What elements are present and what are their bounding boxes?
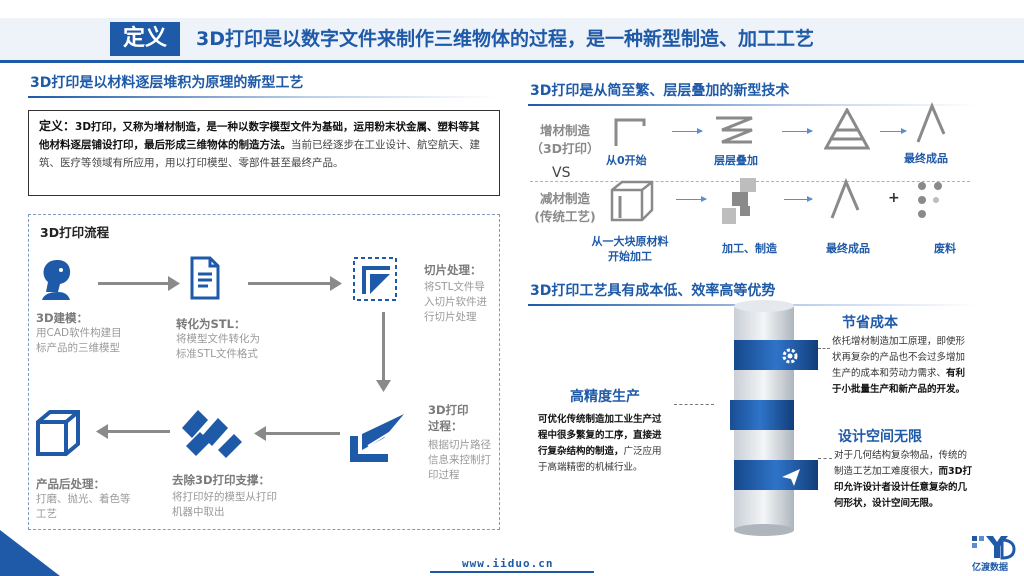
design-title: 设计空间无限 (838, 429, 922, 445)
definition-bold-text: 3D打印，又称为增材制造，是一种以数字模型文件为基础，运用粉末状金属、塑料等其他… (39, 121, 480, 151)
step-modeling-title: 3D建模： (36, 311, 89, 325)
definition-normal-text: 当前已经逐步在工业设计、航空航天、建筑、医疗等领域有所应用，用以打印模型、零部件… (39, 139, 480, 169)
step-slicing-title: 切片处理： (424, 263, 482, 277)
plus-sign: + (888, 190, 900, 206)
flow-arrow-4 (264, 432, 340, 435)
footer-underline (430, 571, 594, 573)
thin-arrow (672, 128, 703, 134)
final-product-icon (830, 178, 860, 219)
person-modeling-icon (42, 260, 71, 300)
paper-plane-icon (782, 469, 800, 486)
arrow-right-icon (168, 276, 180, 291)
remove-support-icon (182, 410, 242, 458)
thin-arrow (784, 196, 813, 202)
precision-desc-normal: 广泛应用于高端精密的机械行业。 (538, 446, 662, 473)
thin-arrow (782, 128, 813, 134)
process-box (28, 214, 500, 530)
step-modeling-desc: 用CAD软件构建目标产品的三维模型 (36, 327, 122, 354)
cube-icon (36, 410, 80, 456)
cost-desc-bold: 有利于小批量生产和新产品的开发。 (832, 368, 966, 395)
cost-desc: 依托增材制造加工原理，即使形状再复杂的产品也不会过多增加生产的成本和劳动力需求、… (832, 334, 972, 398)
layered-zigzag-icon (716, 116, 753, 144)
corner-triangle-decoration (0, 530, 60, 576)
step-support-desc: 将打印好的模型从打印机器中取出 (172, 491, 277, 518)
arrow-right-icon (330, 276, 342, 291)
additive-step-1: 从0开始 (606, 154, 647, 167)
right-top-underline (528, 104, 978, 106)
thin-arrow (880, 128, 907, 134)
header-tag: 定义 (110, 22, 180, 56)
definition-label: 定义： (39, 119, 76, 133)
flow-arrow-5 (106, 430, 170, 433)
cost-desc-normal: 依托增材制造加工原理，即使形状再复杂的产品也不会过多增加生产的成本和劳动力需求、 (832, 336, 966, 379)
step-post-title: 产品后处理： (36, 477, 105, 491)
gear-icon (782, 348, 798, 364)
footer-url-link[interactable]: www.iiduo.cn (462, 557, 554, 570)
header-divider (0, 60, 1024, 63)
design-desc: 对于几何结构复杂物品，传统的制造工艺加工难度很大，而3D打印允许设计者设计任意复… (834, 448, 974, 512)
vs-label: VS (552, 165, 571, 181)
step-support-title: 去除3D打印支撑： (172, 473, 271, 487)
slicing-icon (353, 257, 397, 301)
left-section-title: 3D打印是以材料逐层堆积为原理的新型工艺 (30, 75, 304, 91)
step-printing-title: 3D打印过程： (428, 403, 469, 433)
step-stl-desc: 将模型文件转化为标准STL文件格式 (176, 333, 260, 360)
step-slicing-desc: 将STL文件导入切片软件进行切片处理 (424, 281, 487, 323)
flow-arrow-3 (382, 312, 385, 382)
arrow-down-icon (376, 380, 391, 392)
design-desc-bold: 而3D打印允许设计者设计任意复杂的几何形状，设计空间无限。 (834, 466, 973, 509)
final-product-icon (916, 102, 946, 143)
printing-process-icon (350, 414, 404, 462)
subtractive-step-4: 废料 (934, 242, 956, 255)
raw-block-icon (610, 180, 654, 222)
step-post-desc: 打磨、抛光、着色等工艺 (36, 493, 131, 520)
arrow-left-icon (96, 424, 108, 439)
waste-dots-icon (918, 182, 942, 218)
precision-desc-bold: 可优化传统制造加工业生产过程中很多繁复的工序，直接进行复杂结构的制造， (538, 414, 662, 457)
precision-desc: 可优化传统制造加工业生产过程中很多繁复的工序，直接进行复杂结构的制造，广泛应用于… (538, 412, 670, 476)
callout-line (674, 404, 714, 406)
step-printing-desc: 根据切片路径信息来控制打印过程 (428, 439, 491, 481)
process-title: 3D打印流程 (40, 225, 110, 240)
machining-blocks-icon (722, 178, 756, 224)
advantage-column (730, 300, 818, 536)
additive-step-3: 最终成品 (904, 152, 948, 165)
subtractive-step-3: 最终成品 (826, 242, 870, 255)
pyramid-layers-icon (824, 108, 870, 150)
right-top-section-title: 3D打印是从简至繁、层层叠加的新型技术 (530, 83, 790, 99)
page-title: 3D打印是以数字文件来制作三维物体的过程，是一种新型制造、加工工艺 (196, 28, 814, 50)
additive-label: 增材制造 （3D打印） (530, 123, 600, 156)
callout-line (818, 458, 832, 460)
precision-title: 高精度生产 (570, 389, 640, 405)
left-section-underline (28, 96, 498, 98)
start-from-zero-icon (614, 118, 646, 146)
stl-document-icon (190, 256, 220, 300)
flow-arrow-2 (248, 282, 332, 285)
trophy-icon (707, 408, 719, 426)
step-stl-title: 转化为STL： (176, 317, 246, 331)
arrow-left-icon (254, 426, 266, 441)
subtractive-step-2: 加工、制造 (722, 242, 777, 255)
flow-arrow-1 (98, 282, 170, 285)
cost-title: 节省成本 (842, 315, 898, 331)
additive-step-2: 层层叠加 (714, 154, 758, 167)
definition-box: 定义：3D打印，又称为增材制造，是一种以数字模型文件为基础，运用粉末状金属、塑料… (28, 110, 500, 196)
design-desc-normal: 对于几何结构复杂物品，传统的制造工艺加工难度很大， (834, 450, 968, 477)
logo-text: 亿渡数据 (972, 563, 1009, 573)
right-bottom-section-title: 3D打印工艺具有成本低、效率高等优势 (530, 283, 776, 299)
thin-arrow (676, 196, 707, 202)
callout-line (818, 348, 830, 350)
subtractive-step-1: 从一大块原材料 开始加工 (591, 235, 669, 263)
subtractive-label: 减材制造 (传统工艺) (534, 191, 596, 224)
yiduo-logo-icon (972, 536, 1016, 560)
